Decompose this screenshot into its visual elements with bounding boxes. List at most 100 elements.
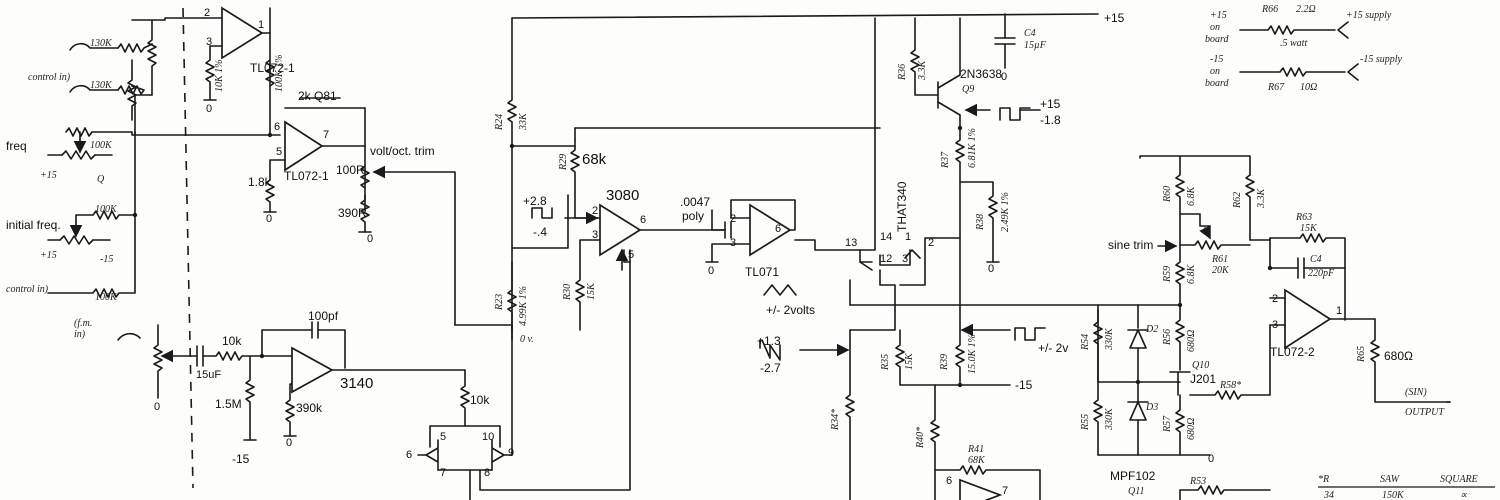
r56-ref: R56	[1162, 329, 1173, 346]
r53-ref: R53	[1189, 476, 1206, 487]
r24-ref: R24	[494, 114, 505, 131]
ground-label: 0	[206, 103, 212, 115]
pin-label: 6	[775, 223, 781, 235]
r40-ref: R40*	[915, 427, 926, 449]
r35-ref: R35	[880, 354, 891, 371]
pin-label: 9	[508, 447, 514, 459]
pin-label: 2	[204, 7, 210, 19]
panel-divider-line	[182, 7, 194, 489]
pin-label: 1	[1336, 305, 1342, 317]
ic3080-label: 3080	[606, 187, 639, 204]
notes-row-square: ∝	[1460, 490, 1468, 500]
supply-r66: R66	[1261, 4, 1278, 15]
c4-value: 220pF	[1308, 268, 1335, 279]
notes-row-saw: 150K	[1382, 490, 1405, 500]
tl071-opamp	[705, 199, 861, 296]
tl071-label: TL071	[745, 265, 779, 279]
r1-8k-label: 1.8k	[248, 175, 272, 189]
r39-value: 15.0K 1%	[967, 334, 978, 374]
r130k-2-label: 130K	[90, 80, 113, 91]
ground-label: 0	[988, 263, 994, 275]
mpf102-label: MPF102	[1110, 469, 1156, 483]
freq-label: freq	[6, 139, 27, 153]
r35-value: 15K	[904, 352, 915, 370]
r39-ref: R39	[939, 354, 950, 371]
q9-ref-label: Q9	[962, 84, 974, 95]
input-square-top-label: +2.8	[523, 194, 547, 208]
notes-col-r: *R	[1318, 474, 1329, 485]
supply-minus-supply: -15 supply	[1360, 54, 1403, 65]
q-label: Q	[97, 174, 105, 185]
pin-label: 8	[484, 467, 490, 479]
pin-label: 3	[206, 36, 212, 48]
ground-label: 0	[154, 401, 160, 413]
r61-ref: R61	[1211, 254, 1228, 265]
plus15-rail	[507, 13, 1099, 341]
cpoly-label: poly	[682, 209, 704, 223]
pin-label: 7	[323, 129, 329, 141]
zero-volt-label: 0 v.	[520, 334, 534, 345]
r59-ref: R59	[1162, 266, 1173, 283]
pin-label: 1	[905, 231, 911, 243]
tl072-2-label: TL072-2	[1270, 345, 1315, 359]
supply-r67-value: 10Ω	[1300, 82, 1317, 93]
r30-ref: R30	[562, 284, 573, 301]
r100r-label: 100R	[336, 163, 365, 177]
r100k-if-label: 100K	[95, 204, 118, 215]
pin-label: 10	[482, 431, 494, 443]
r68k-label: 68k	[582, 151, 607, 168]
minus15-rail-label-1: -15	[1015, 378, 1033, 392]
c15uf-label: 15uF	[196, 369, 221, 381]
supply-r66-watt: .5 watt	[1280, 38, 1307, 49]
ground-label: 0	[1208, 453, 1214, 465]
plus15-rail-label: +15	[1104, 11, 1125, 25]
pin-label: 5	[276, 146, 282, 158]
square-amplitude-label: +/- 2v	[1038, 341, 1068, 355]
ground-label: 0	[266, 213, 272, 225]
r56-value: 680Ω	[1186, 330, 1197, 352]
r1-5m-label: 1.5M	[215, 397, 242, 411]
pin-label: 1	[258, 19, 264, 31]
pin-label: 2	[592, 205, 598, 217]
plus15-q-label: +15	[40, 170, 57, 181]
c100pf-label: 100pf	[308, 309, 339, 323]
r62-ref: R62	[1232, 192, 1243, 209]
control-in-label-1: control in)	[28, 72, 71, 83]
r41-value: 68K	[968, 455, 986, 466]
initial-freq-label: initial freq.	[6, 218, 61, 232]
supply-minus-on-1: -15	[1210, 54, 1223, 65]
pin-label: 6	[274, 121, 280, 133]
r130k-1-label: 130K	[90, 38, 113, 49]
sine-trim-label: sine trim	[1108, 238, 1153, 252]
c4-ref: C4	[1310, 254, 1322, 265]
r60-value: 6.8K	[1186, 186, 1197, 207]
plus15-if-label: +15	[40, 250, 57, 261]
tl072-1a-opamp	[203, 6, 275, 136]
pin-label: 2	[1272, 293, 1278, 305]
fm-in-label: (f.m.in)	[74, 318, 92, 340]
pin-label: 7	[1002, 485, 1008, 497]
r10k-a-label: 10k	[222, 334, 242, 348]
junctions	[132, 125, 1273, 388]
ground-label: 0	[286, 437, 292, 449]
notes-col-saw: SAW	[1380, 474, 1401, 485]
r63-ref: R63	[1295, 212, 1312, 223]
that340-label: THAT340	[895, 181, 909, 232]
d3-label: D3	[1145, 402, 1158, 413]
r41-ref: R41	[967, 444, 984, 455]
r38-ref: R38	[975, 214, 986, 231]
pin-label: 14	[880, 231, 892, 243]
c4-top-ref: C4	[1024, 28, 1036, 39]
r57-value: 680Ω	[1186, 418, 1197, 440]
supply-r67: R67	[1267, 82, 1285, 93]
square-top-label: +15	[1040, 97, 1061, 111]
tl072-1b-opamp	[263, 97, 456, 326]
r65-label: R65	[1356, 346, 1367, 363]
r24-value: 33K	[518, 112, 529, 131]
ic3080-ota	[531, 127, 881, 331]
tl072-1a-label: TL072-1	[250, 61, 295, 75]
ic3140-label: 3140	[340, 375, 373, 392]
r36-value: 3.3K	[917, 60, 928, 82]
supply-plus-on-2: on	[1210, 22, 1220, 33]
